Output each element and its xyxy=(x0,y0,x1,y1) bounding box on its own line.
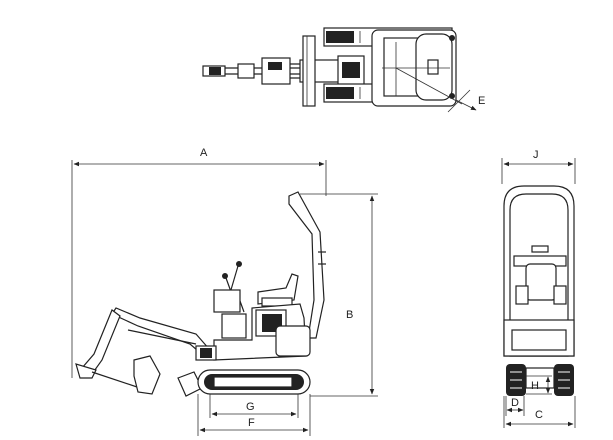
top-view-blade xyxy=(302,35,316,107)
dimension-label-j: J xyxy=(533,149,539,161)
dimension-label-e: E xyxy=(478,95,485,107)
canopy-width-dimension xyxy=(501,158,576,184)
track-shoe-width-dimension xyxy=(505,396,525,416)
dimension-label-f: F xyxy=(248,417,255,429)
dimension-label-h: H xyxy=(531,380,539,392)
top-view: E xyxy=(202,27,485,113)
front-view: J xyxy=(501,149,576,428)
top-view-cab xyxy=(371,29,457,107)
dimension-label-b: B xyxy=(346,309,353,321)
upper-body xyxy=(213,303,311,361)
tumbler-distance-dimension xyxy=(209,394,299,418)
control-levers xyxy=(213,261,247,339)
operator-seat xyxy=(257,273,299,307)
side-view: A B xyxy=(71,147,378,436)
undercarriage-width-dimension xyxy=(503,396,576,428)
tail-swing-dimension xyxy=(395,67,477,113)
front-seat xyxy=(513,255,567,305)
overall-height-dimension xyxy=(300,193,378,397)
front-tracks xyxy=(506,364,574,396)
ground-clearance-dimension xyxy=(526,375,552,395)
front-body xyxy=(503,319,575,357)
dimension-label-g: G xyxy=(246,401,255,413)
side-track xyxy=(197,369,311,395)
dimension-label-c: C xyxy=(535,409,543,421)
dimension-label-d: D xyxy=(511,397,519,409)
overall-length-dimension xyxy=(71,160,327,378)
top-view-boom xyxy=(202,55,365,87)
dimension-label-a: A xyxy=(200,147,208,159)
track-length-dimension xyxy=(197,394,311,436)
rops-frame xyxy=(288,191,326,339)
bucket xyxy=(75,355,161,395)
